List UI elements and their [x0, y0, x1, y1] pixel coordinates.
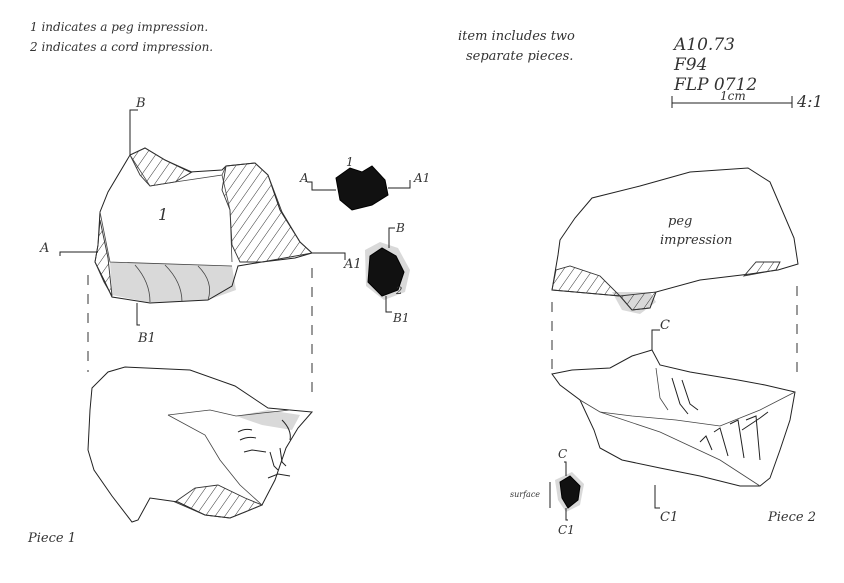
xs-label-1: 1: [346, 155, 354, 169]
piece1-hatch-top: [129, 147, 193, 187]
xs-label-c: C: [558, 447, 567, 461]
peg-label-line2: impression: [660, 233, 732, 248]
catalog-number: A10.73: [672, 35, 735, 55]
xs-label-b: B: [395, 221, 405, 235]
catalog-block: A10.73 F94 FLP 0712 1cm 4:1: [671, 35, 823, 111]
peg-impression-number: 1: [158, 205, 168, 224]
peg-label-line1: peg: [668, 214, 692, 229]
cross-section-b-solid: [367, 247, 405, 297]
item-note-line1: item includes two: [458, 29, 575, 44]
label-a1: A1: [343, 257, 362, 272]
label-b: B: [135, 96, 146, 111]
legend-line-peg: 1 indicates a peg impression.: [30, 20, 208, 34]
label-c1: C1: [660, 510, 678, 525]
cross-section-a-solid: [335, 165, 389, 211]
xs-label-a: A: [299, 171, 309, 185]
piece2-caption: Piece 2: [767, 510, 816, 525]
legend-line-cord: 2 indicates a cord impression.: [29, 40, 213, 54]
piece2-hatch-left: [551, 265, 622, 297]
label-a: A: [39, 241, 49, 256]
piece1-bottom-view: [87, 366, 314, 523]
label-c: C: [660, 318, 670, 333]
piece1-projection-lines: [87, 268, 313, 400]
xs-label-c1: C1: [558, 523, 575, 537]
piece2-hatch-right: [742, 261, 781, 277]
item-note-line2: separate pieces.: [466, 49, 573, 64]
xs-label-2: 2: [395, 286, 402, 297]
cross-section-c-solid: [559, 475, 581, 509]
feature-number: F94: [673, 55, 707, 75]
scale-bar-label: 1cm: [720, 89, 746, 103]
surface-label: surface: [510, 490, 540, 499]
flp-number: FLP 0712: [673, 75, 757, 95]
piece1-caption: Piece 1: [27, 531, 76, 546]
legend-notes: 1 indicates a peg impression. 2 indicate…: [29, 20, 213, 54]
cross-section-a: A A1 1: [299, 155, 430, 211]
piece2-bottom-view: [551, 349, 796, 487]
piece1-bottom-hatch: [174, 484, 264, 519]
section-line-c: C C1: [651, 318, 678, 525]
piece2-top-view: peg impression: [551, 167, 799, 314]
xs-label-b1: B1: [392, 311, 409, 325]
piece1-bottom-outline: [87, 366, 314, 523]
scale-ratio: 4:1: [796, 92, 823, 111]
piece1-hatch-left: [94, 219, 113, 297]
piece1-cord-band-shade: [110, 262, 236, 303]
piece2-projection-lines: [551, 286, 798, 378]
section-line-a: A A1: [39, 241, 362, 272]
cross-section-b: B B1 2: [365, 221, 410, 325]
scale-bar: 1cm 4:1: [671, 89, 823, 111]
piece1-top-view: 1: [94, 147, 313, 304]
xs-label-a1: A1: [413, 171, 430, 185]
item-note: item includes two separate pieces.: [458, 29, 575, 64]
section-line-b: B B1: [129, 96, 156, 346]
piece1-hatch-right: [221, 162, 313, 263]
label-b1: B1: [137, 331, 156, 346]
piece2-bottom-outline: [551, 349, 796, 487]
cross-section-c: C C1 surface: [510, 447, 584, 537]
piece2-hatch-mid: [619, 291, 657, 311]
